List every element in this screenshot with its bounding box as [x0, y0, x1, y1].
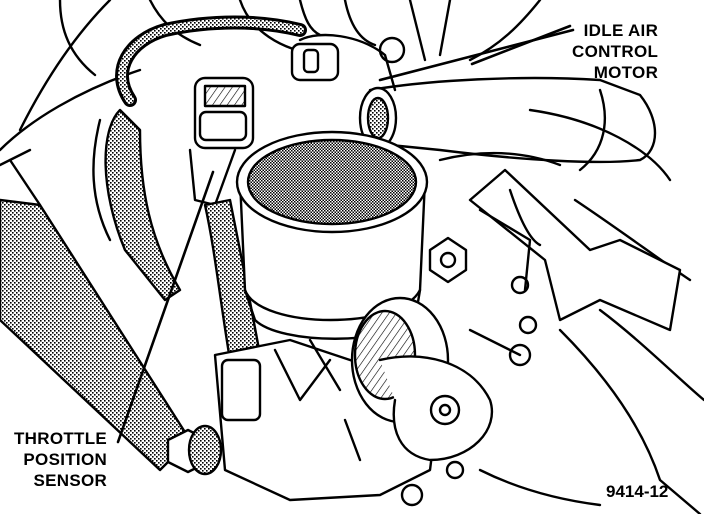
iac-label-line-2: CONTROL — [572, 42, 659, 61]
right-bracket — [468, 168, 704, 514]
tps-label-line-2: POSITION — [23, 450, 108, 469]
iac-label-line-3: MOTOR — [593, 63, 659, 82]
upper-hose — [115, 15, 307, 107]
air-inlet-screen — [235, 130, 429, 340]
idle-air-control-motor-label: IDLE AIR CONTROL MOTOR — [572, 20, 658, 83]
figure-number: 9414-12 — [606, 482, 669, 501]
throttle-position-sensor-label: THROTTLE POSITION SENSOR — [14, 428, 107, 491]
leader-idle-air-control-2 — [378, 28, 575, 82]
throttle-linkage — [350, 296, 538, 462]
leader-throttle-position — [116, 170, 215, 444]
hex-bolts — [166, 236, 468, 507]
iac-label-line-1: IDLE AIR — [583, 21, 659, 40]
tps-connector — [188, 76, 255, 207]
leader-lines — [116, 24, 575, 444]
tps-label-line-1: THROTTLE — [14, 429, 108, 448]
left-wire-harness — [0, 108, 192, 472]
leader-idle-air-control — [470, 24, 572, 66]
tps-label-line-3: SENSOR — [33, 471, 108, 490]
